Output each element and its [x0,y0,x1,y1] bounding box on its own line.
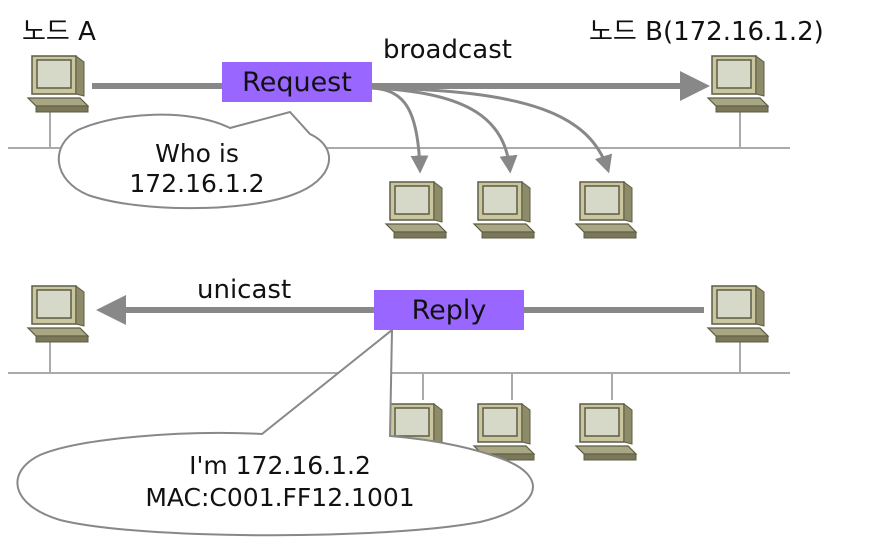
broadcast-branch-arrow [371,86,613,174]
reply-line1: I'm 172.16.1.2 [189,451,371,480]
broadcast-branch-arrow [371,86,429,174]
reply-line2: MAC:C001.FF12.1001 [145,483,414,512]
request-box [222,62,372,102]
computer-icon [27,55,89,113]
reply-box [374,290,524,330]
computer-icon [575,181,637,239]
who-is-line2: 172.16.1.2 [129,169,264,198]
broadcast-label: broadcast [383,35,512,65]
computer-icon [707,285,769,343]
request-label: Request [242,67,352,98]
reply-bubble [16,327,534,537]
computer-icon [27,285,89,343]
computer-icon [575,403,637,461]
who-is-bubble [57,110,330,210]
computer-icon [473,181,535,239]
broadcast-branch-arrow [371,86,518,174]
unicast-label: unicast [197,275,291,305]
node-b-label: 노드 B(172.16.1.2) [589,17,824,47]
computer-icon [707,55,769,113]
reply-label: Reply [412,295,487,326]
node-a-label: 노드 A [22,17,96,47]
computer-icon [385,181,447,239]
who-is-line1: Who is [155,139,239,168]
